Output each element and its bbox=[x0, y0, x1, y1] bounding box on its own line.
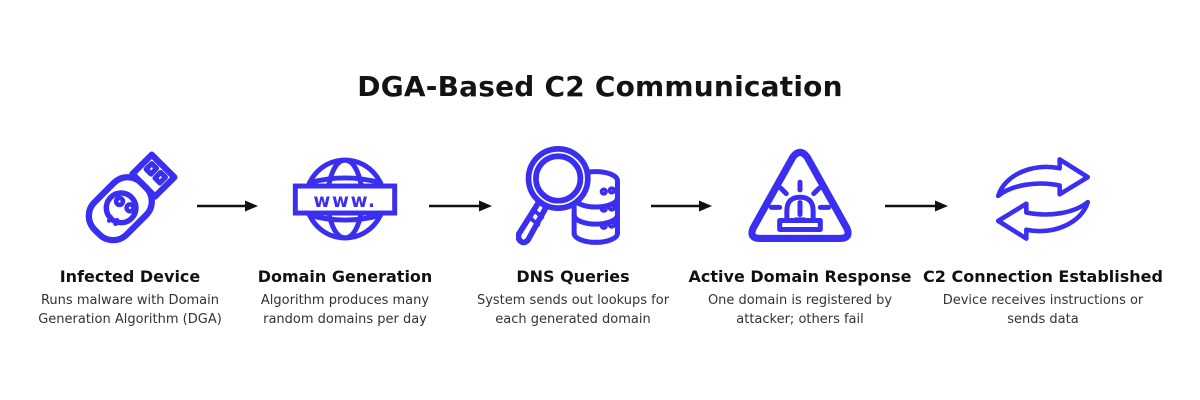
globe-banner-text: www. bbox=[313, 191, 376, 212]
step-description: Runs malware with Domain Generation Algo… bbox=[38, 293, 222, 327]
step-description: Algorithm produces many random domains p… bbox=[260, 293, 430, 327]
siren-warning-icon bbox=[740, 138, 860, 260]
page-title: DGA-Based C2 Communication bbox=[357, 70, 843, 103]
step-description: Device receives instructions or sends da… bbox=[942, 293, 1144, 327]
step-c2-connection: C2 Connection Established Device receive… bbox=[918, 138, 1168, 329]
step-label: DNS Queries bbox=[516, 267, 630, 286]
step-label: Infected Device bbox=[59, 267, 201, 286]
flow-arrow-4 bbox=[884, 199, 948, 213]
usb-skull-icon bbox=[73, 138, 187, 260]
step-dns-queries: DNS Queries System sends out lookups for… bbox=[463, 138, 683, 329]
search-database-icon bbox=[516, 138, 630, 260]
step-description: One domain is registered by attacker; ot… bbox=[707, 293, 893, 327]
flow-arrow-3 bbox=[650, 199, 712, 213]
step-infected-device: Infected Device Runs malware with Domain… bbox=[15, 138, 245, 329]
step-active-domain-response: Active Domain Response One domain is reg… bbox=[685, 138, 915, 329]
globe-www-icon: www. bbox=[291, 138, 399, 260]
step-description: System sends out lookups for each genera… bbox=[476, 293, 670, 327]
step-label: C2 Connection Established bbox=[923, 267, 1163, 286]
flow-arrow-1 bbox=[196, 199, 258, 213]
swap-arrows-icon bbox=[990, 138, 1096, 260]
step-label: Domain Generation bbox=[257, 267, 433, 286]
step-domain-generation: www. Domain Generation Algorithm produce… bbox=[235, 138, 455, 329]
flow-arrow-2 bbox=[428, 199, 492, 213]
step-label: Active Domain Response bbox=[688, 267, 912, 286]
